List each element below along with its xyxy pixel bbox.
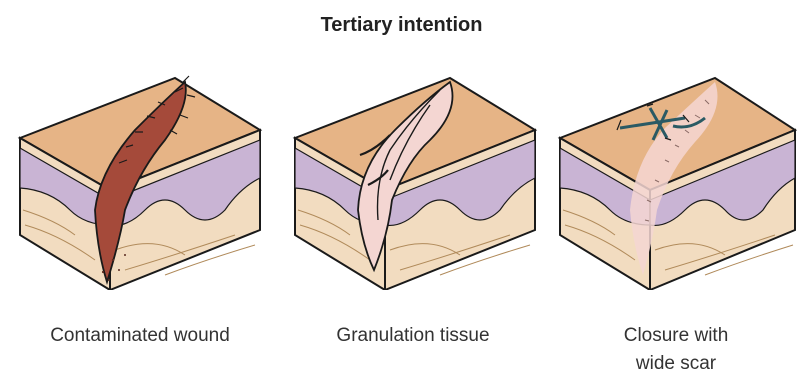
caption-contaminated-wound: Contaminated wound	[0, 322, 280, 350]
skin-block-closure	[555, 60, 803, 290]
panel-granulation-tissue	[290, 60, 540, 290]
skin-block-contaminated	[15, 60, 265, 290]
caption-closure-line1: Closure with	[566, 322, 786, 350]
caption-granulation-tissue: Granulation tissue	[288, 322, 538, 350]
panel-closure-wide-scar	[555, 60, 803, 290]
panel-contaminated-wound	[15, 60, 265, 290]
caption-closure-line2: wide scar	[566, 350, 786, 378]
skin-block-granulation	[290, 60, 540, 290]
caption-closure-wide-scar: Closure with wide scar	[566, 322, 786, 378]
diagram-title: Tertiary intention	[0, 14, 803, 37]
